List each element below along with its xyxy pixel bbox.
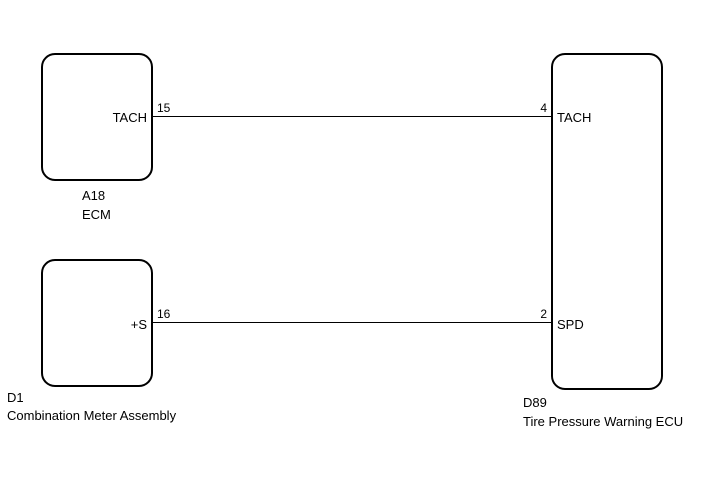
ecm-component-name: ECM: [82, 207, 111, 222]
tpms-terminal-spd: SPD: [557, 317, 584, 332]
wire-speed: [153, 322, 551, 323]
meter-connector-code: D1: [7, 390, 24, 405]
combination-meter-box: [41, 259, 153, 387]
meter-terminal-s: +S: [130, 317, 147, 332]
ecm-terminal-tach: TACH: [112, 110, 147, 125]
meter-component-name: Combination Meter Assembly: [7, 408, 177, 423]
ecm-connector-code: A18: [82, 188, 106, 203]
tpms-terminal-tach: TACH: [557, 110, 592, 125]
tpms-pin-2: 2: [540, 307, 547, 321]
ecm-pin-15: 15: [157, 101, 171, 115]
wire-tach: [153, 116, 551, 117]
tpms-connector-code: D89: [523, 395, 547, 410]
ecm-component-box: [41, 53, 153, 181]
tire-pressure-ecu-box: [551, 53, 663, 390]
meter-pin-16: 16: [157, 307, 171, 321]
tpms-pin-4: 4: [540, 101, 547, 115]
tpms-component-name: Tire Pressure Warning ECU: [523, 414, 684, 429]
